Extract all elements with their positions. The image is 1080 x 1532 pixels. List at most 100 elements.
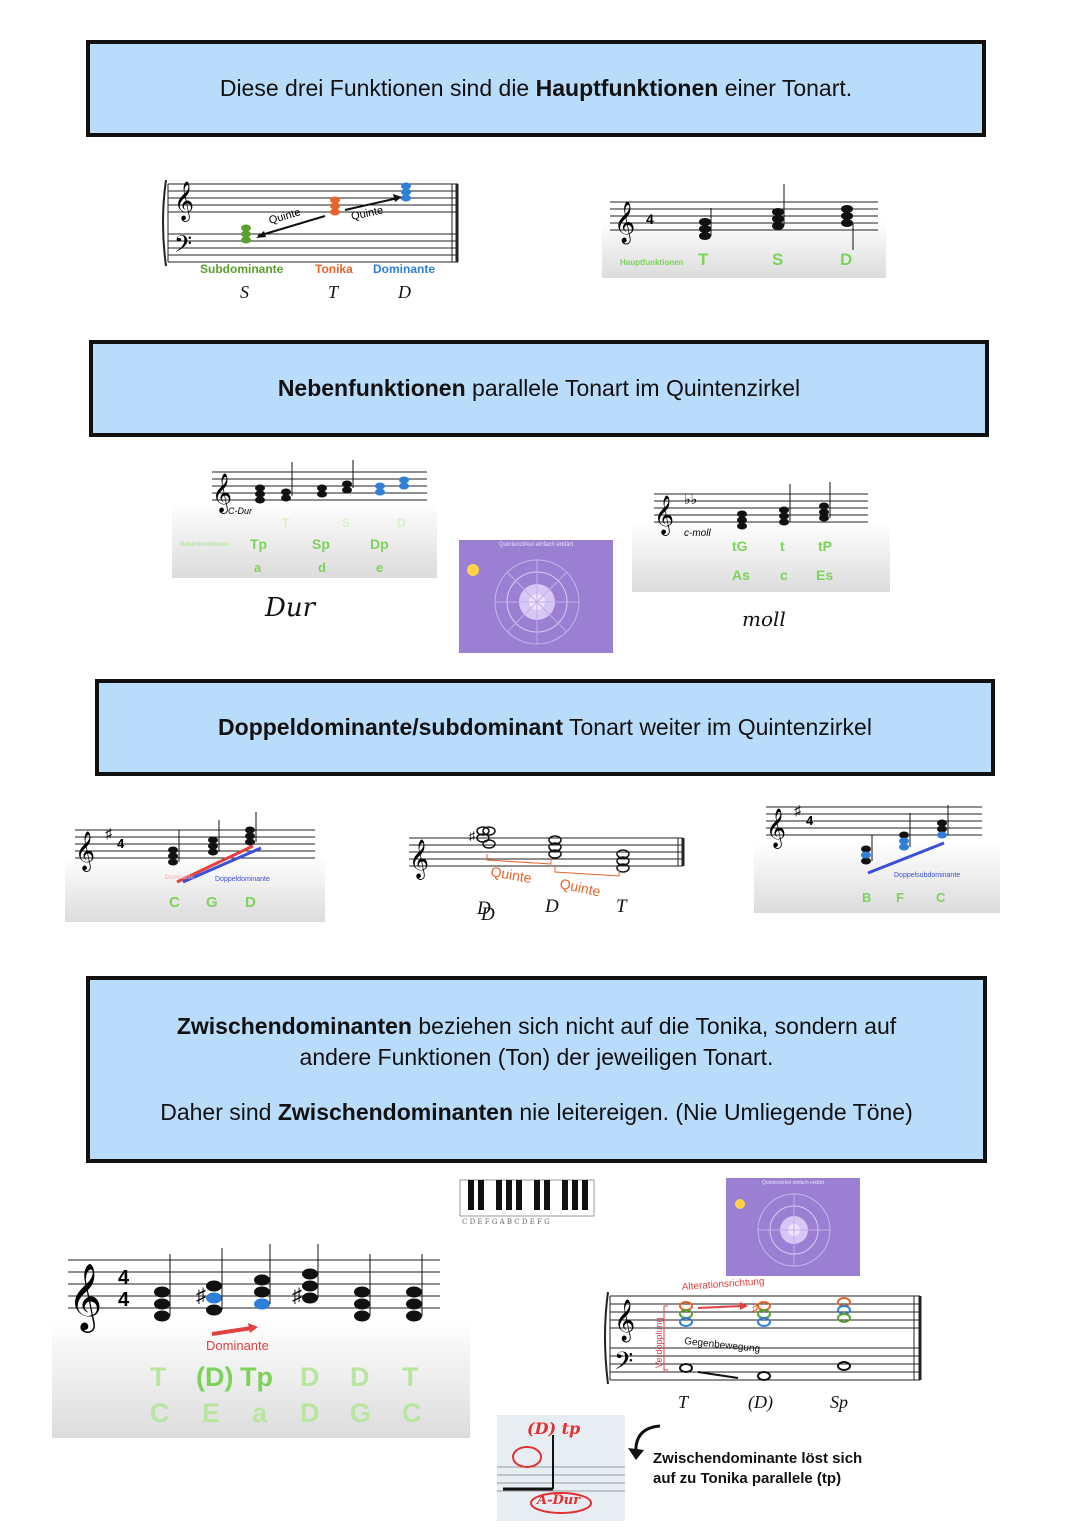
svg-text:𝄞: 𝄞: [614, 201, 635, 244]
letter-t: T: [328, 282, 339, 302]
circle-of-fifths-icon: [467, 559, 580, 645]
label-c: C: [169, 894, 180, 911]
treble-staff: 𝄞 4: [610, 184, 878, 250]
svg-text:4: 4: [118, 1289, 130, 1311]
info-box-hauptfunktionen: Diese drei Funktionen sind die Hauptfunk…: [86, 40, 986, 137]
handwritten-moll: moll: [742, 607, 786, 631]
handwritten-snippet: (D) tp A-Dur: [497, 1415, 625, 1521]
handwritten-a-dur: A-Dur: [537, 1493, 581, 1508]
box-line-3: Daher sind Zwischendominanten nie leiter…: [160, 1099, 913, 1126]
note-a: a: [254, 560, 262, 575]
caption: Nebenfunktionen: [180, 542, 229, 548]
info-box-zwischendominanten: Zwischendominanten beziehen sich nicht a…: [86, 976, 987, 1163]
box-line-1: Zwischendominanten beziehen sich nicht a…: [176, 1012, 897, 1039]
treble-staff: 𝄞 ♯ 4 Doppelsubdominante: [766, 802, 982, 879]
svg-text:♯: ♯: [794, 802, 802, 818]
faded-d: D: [397, 516, 406, 530]
label-dp: Dp: [370, 536, 389, 552]
note-e: e: [376, 560, 384, 575]
svg-text:♯: ♯: [105, 825, 113, 841]
faded-t: T: [282, 516, 290, 530]
label-tp: Tp: [250, 536, 268, 552]
note-d: D: [300, 1398, 320, 1428]
note-a: a: [252, 1398, 268, 1428]
staff-figure-dur-parallel: 𝄞 C-Dur T S D Nebenfunktionen Tp Sp Dp a…: [172, 450, 437, 578]
svg-text:Quinte: Quinte: [489, 863, 533, 886]
label-tp: tP: [818, 538, 832, 554]
svg-text:4: 4: [806, 813, 814, 828]
piano-keyboard-thumbnail: C D E F G A B C D E F G: [458, 1178, 596, 1230]
staff-figure-doppeldominante: 𝄞 ♯4 Dominante Doppeldominante C G D: [65, 812, 325, 922]
staff-figure-doppelsubdominante: 𝄞 ♯4 Doppelsubdominante B F C: [754, 795, 1000, 913]
handwritten-d-tp: (D) tp: [527, 1419, 581, 1438]
label-sp: Sp: [312, 536, 330, 552]
quintenzirkel-thumbnail[interactable]: Quintenzirkel einfach erklärt: [459, 540, 613, 653]
info-box-nebenfunktionen: Nebenfunktionen parallele Tonart im Quin…: [89, 340, 989, 437]
faded-s: S: [342, 516, 351, 530]
letter-dd-sub: D: [481, 904, 495, 925]
svg-text:𝄞: 𝄞: [766, 808, 786, 849]
svg-text:4: 4: [118, 1267, 130, 1289]
svg-text:𝄞: 𝄞: [409, 839, 429, 880]
info-box-doppeldominante: Doppeldominante/subdominant Tonart weite…: [95, 679, 995, 776]
note-es: Es: [816, 567, 834, 583]
label-tonika: Tonika: [315, 262, 353, 276]
svg-text:♯: ♯: [196, 1285, 206, 1307]
label-b: B: [862, 890, 872, 905]
svg-text:𝄞: 𝄞: [75, 831, 95, 872]
svg-text:Gegenbewegung: Gegenbewegung: [684, 1336, 761, 1355]
treble-staff: 𝄞 C-Dur: [212, 460, 427, 516]
label-tg: tG: [732, 538, 748, 554]
note-line-1: Zwischendominante löst sich: [653, 1450, 863, 1467]
svg-text:𝄢: 𝄢: [174, 230, 192, 263]
svg-text:♯: ♯: [469, 829, 475, 843]
label-t: T: [698, 250, 709, 269]
function-t2: T: [402, 1362, 419, 1392]
svg-text:4: 4: [117, 836, 125, 851]
function-t: T: [150, 1362, 167, 1392]
svg-text:𝄞: 𝄞: [654, 495, 674, 536]
label-subdominante: Subdominante: [200, 262, 284, 276]
note-d: d: [318, 560, 326, 575]
svg-text:C D E F G A B C D E F G: C D E F G A B C D E F G: [462, 1218, 550, 1226]
label-t: t: [780, 538, 785, 554]
circle-of-fifths-icon: [735, 1193, 831, 1267]
svg-text:𝄢: 𝄢: [614, 1347, 633, 1382]
letter-d: D: [398, 282, 411, 302]
svg-text:𝄞: 𝄞: [174, 181, 194, 222]
key-label: C-Dur: [228, 506, 253, 516]
note-c: c: [780, 567, 788, 583]
letter-sp: Sp: [830, 1392, 848, 1412]
letter-s: S: [240, 282, 249, 302]
svg-text:Quinte: Quinte: [558, 875, 602, 898]
svg-text:♯: ♯: [752, 1301, 758, 1315]
svg-text:Dominante: Dominante: [165, 875, 195, 881]
box-line-2: andere Funktionen (Ton) der jeweiligen T…: [299, 1043, 774, 1070]
caption: Hauptfunktionen: [620, 258, 684, 267]
note-c2: C: [402, 1398, 422, 1428]
staff-figure-quinten: 𝄞 ♯ Quinte Quinte D D D T: [405, 818, 690, 928]
thumbnail-title: Quintenzirkel einfach erklärt: [498, 542, 574, 548]
svg-text:𝄞: 𝄞: [68, 1262, 102, 1333]
svg-text:♯: ♯: [292, 1285, 302, 1307]
svg-text:4: 4: [646, 211, 654, 227]
staff-figure-hauptfunktionen: 𝄞 𝄢 Quinte Quinte Subdominante Tonika Do…: [160, 172, 460, 307]
box-text: Doppeldominante/subdominant Tonart weite…: [218, 713, 872, 740]
letter-d: D: [545, 896, 559, 917]
quintenzirkel-thumbnail-2[interactable]: Quintenzirkel einfach erklärt: [726, 1178, 860, 1276]
svg-text:𝄞: 𝄞: [212, 473, 232, 514]
svg-text:Alterationsrichtung: Alterationsrichtung: [681, 1276, 764, 1293]
note-as: As: [732, 567, 750, 583]
treble-staff: 𝄞 ♯ Quinte Quinte: [409, 826, 685, 900]
svg-text:Doppeldominante: Doppeldominante: [215, 876, 270, 883]
note-text: Zwischendominante löst sich auf zu Tonik…: [653, 1449, 862, 1489]
note-e: E: [202, 1398, 221, 1428]
thumbnail-title: Quintenzirkel einfach erklärt: [762, 1180, 824, 1186]
svg-text:Doppelsubdominante: Doppelsubdominante: [894, 872, 960, 879]
svg-text:𝄞: 𝄞: [614, 1299, 635, 1342]
box-text: Diese drei Funktionen sind die Hauptfunk…: [219, 74, 853, 101]
function-dd: D: [300, 1362, 320, 1392]
function-tp: Tp: [240, 1362, 273, 1392]
label-s: S: [772, 250, 784, 269]
